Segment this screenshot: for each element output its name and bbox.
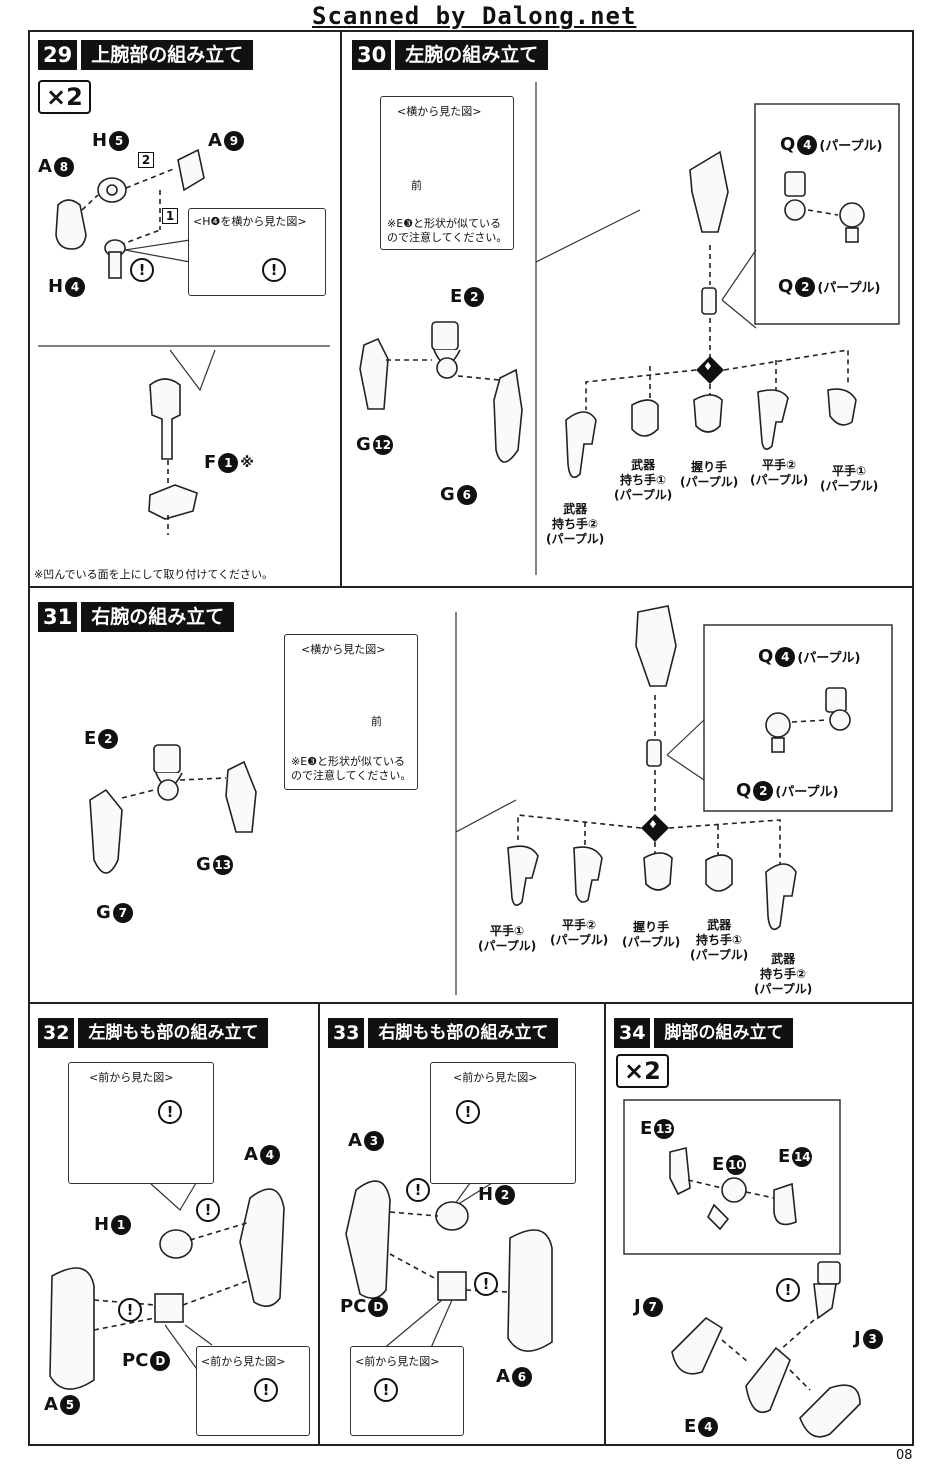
bracket-icon: ♦: [648, 818, 658, 831]
warning-icon: !: [158, 1100, 182, 1124]
hand-label: 平手① (パープル): [820, 464, 879, 493]
callout-front-view: <前から見た図>: [196, 1346, 310, 1436]
callout-side-view: <横から見た図> 前 ※E❸と形状が似ている ので注意してください。: [284, 634, 418, 790]
step-title: 右腕の組み立て: [81, 602, 235, 632]
step-number: 32: [38, 1018, 75, 1048]
multiplier-badge: ×2: [38, 80, 91, 114]
sub-step-2: 2: [138, 152, 154, 168]
hand-label: 武器 持ち手① (パープル): [614, 458, 673, 502]
callout-front-view: <前から見た図>: [68, 1062, 214, 1184]
warning-icon: !: [262, 258, 286, 282]
warning-icon: !: [118, 1298, 142, 1322]
bracket-icon: ♦: [703, 360, 713, 373]
step-31-header: 31 右腕の組み立て: [38, 602, 235, 632]
warning-icon: !: [456, 1100, 480, 1124]
warning-icon: !: [406, 1178, 430, 1202]
step-number: 33: [328, 1018, 365, 1048]
hand-label: 平手① (パープル): [478, 924, 537, 953]
note-29: ※凹んでいる面を上にして取り付けてください。: [34, 568, 274, 581]
warning-icon: !: [474, 1272, 498, 1296]
step-30-header: 30 左腕の組み立て: [352, 40, 549, 70]
step-title: 左腕の組み立て: [395, 40, 549, 70]
callout-front-view: <前から見た図>: [430, 1062, 576, 1184]
step-number: 29: [38, 40, 78, 70]
callout-side-view: <横から見た図> 前 ※E❸と形状が似ている ので注意してください。: [380, 96, 514, 250]
step-32-header: 32 左脚もも部の組み立て: [38, 1018, 269, 1048]
warning-icon: !: [374, 1378, 398, 1402]
warning-icon: !: [130, 258, 154, 282]
step-title: 上腕部の組み立て: [81, 40, 254, 70]
step-title: 脚部の組み立て: [654, 1018, 794, 1048]
warning-icon: !: [196, 1198, 220, 1222]
step-33-header: 33 右脚もも部の組み立て: [328, 1018, 559, 1048]
hand-label: 平手② (パープル): [550, 918, 609, 947]
step-34-header: 34 脚部の組み立て: [614, 1018, 794, 1048]
hand-label: 握り手 (パープル): [622, 920, 681, 949]
step-number: 34: [614, 1018, 651, 1048]
callout-front-view: <前から見た図>: [350, 1346, 464, 1436]
multiplier-badge: ×2: [616, 1054, 669, 1088]
step-29-header: 29 上腕部の組み立て: [38, 40, 254, 70]
page-number: 08: [896, 1448, 913, 1463]
callout-h4-side: <H❹を横から見た図>: [188, 208, 326, 296]
warning-icon: !: [776, 1278, 800, 1302]
step-title: 右脚もも部の組み立て: [368, 1018, 559, 1048]
panel-34: [604, 1002, 914, 1446]
scan-credit: Scanned by Dalong.net: [312, 2, 637, 30]
hand-label: 平手② (パープル): [750, 458, 809, 487]
sub-step-1: 1: [162, 208, 178, 224]
step-number: 30: [352, 40, 392, 70]
hand-label: 握り手 (パープル): [680, 460, 739, 489]
warning-icon: !: [254, 1378, 278, 1402]
hand-label: 武器 持ち手① (パープル): [690, 918, 749, 962]
hand-label: 武器 持ち手② (パープル): [754, 952, 813, 996]
step-title: 左脚もも部の組み立て: [78, 1018, 269, 1048]
step-number: 31: [38, 602, 78, 632]
hand-label: 武器 持ち手② (パープル): [546, 502, 605, 546]
